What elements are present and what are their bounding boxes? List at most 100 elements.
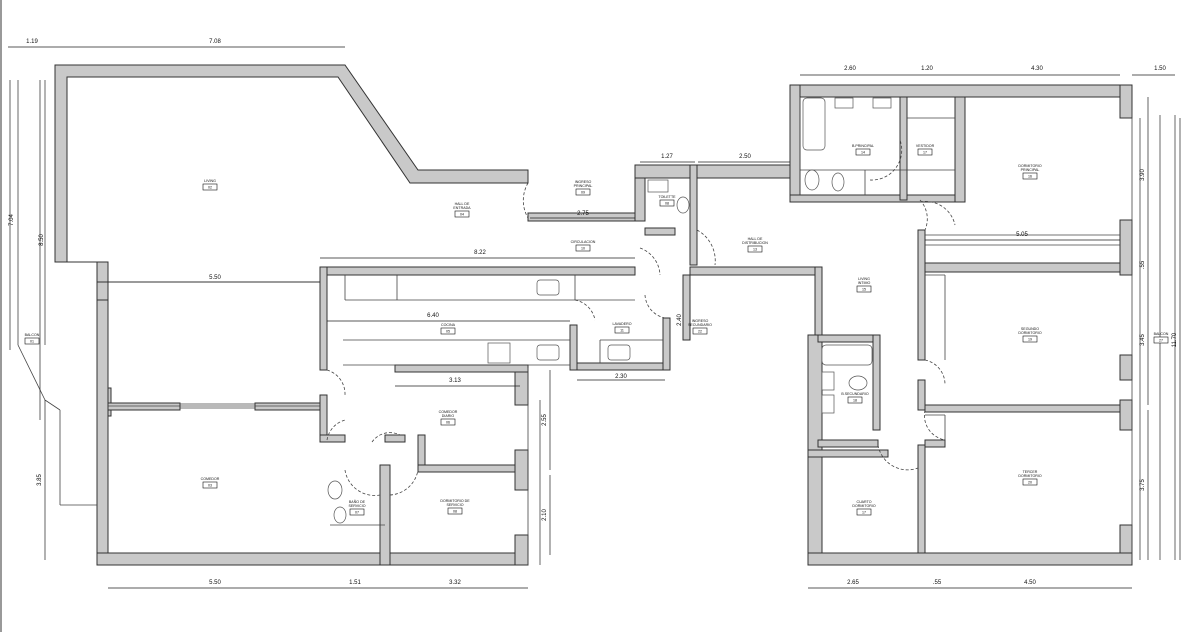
- wall: [417, 464, 521, 473]
- dimension-label: 2.65: [847, 580, 859, 586]
- fixture: [831, 172, 845, 192]
- room-code: 15: [862, 288, 866, 292]
- fixture: [802, 97, 826, 151]
- fixture: [333, 506, 347, 524]
- wall: [1119, 354, 1133, 381]
- dimension: 1.20: [900, 66, 955, 76]
- dimension: 2.75: [530, 211, 635, 219]
- room-code: 19: [1028, 338, 1032, 342]
- door-swing: [924, 409, 946, 441]
- wall: [917, 229, 926, 361]
- dimension: 5.50: [108, 580, 320, 589]
- wall: [569, 362, 671, 371]
- room-code-box: [614, 326, 630, 334]
- dimension-label: 2.55: [542, 414, 548, 426]
- dimension: 6.40: [327, 313, 570, 322]
- room-code-box: [454, 210, 470, 218]
- wall: [319, 434, 346, 443]
- wall: [54, 64, 529, 293]
- fixture: [804, 169, 820, 191]
- room-code: 07: [355, 511, 359, 515]
- fixture: [821, 371, 835, 391]
- door-swing: [919, 199, 928, 231]
- dimension-label: 3.90: [1140, 169, 1146, 181]
- dimension: 1.27: [640, 154, 695, 163]
- room-code: 02: [208, 186, 212, 190]
- door-swing: [371, 432, 401, 443]
- dimension-label: 2.60: [844, 66, 856, 72]
- room-code: 11: [620, 329, 624, 333]
- dimension-label: 1.19: [26, 39, 38, 45]
- dimension: 2.30: [577, 374, 665, 381]
- room-code-box: [447, 507, 463, 515]
- line: [44, 399, 61, 411]
- dimension: .55: [918, 580, 945, 589]
- dimension: 3.90: [1140, 97, 1149, 255]
- room-code-box: [659, 199, 675, 207]
- dimension-label: 3.45: [1140, 334, 1146, 346]
- door-swing: [869, 139, 903, 181]
- wall: [96, 552, 529, 566]
- fixture: [536, 279, 560, 296]
- room-name: TOILETTE: [658, 195, 676, 199]
- room-code-box: [575, 188, 591, 196]
- wall: [807, 552, 1133, 566]
- door-swing: [522, 182, 529, 219]
- room-code-box: [440, 327, 456, 335]
- dimension-label: 4.50: [1024, 580, 1036, 586]
- room-code: 08: [665, 202, 669, 206]
- room-name: CIRCULACION: [571, 240, 596, 244]
- dimension-label: .55: [1140, 260, 1146, 269]
- fixtures: [327, 97, 892, 524]
- fixture: [848, 375, 868, 391]
- dimension: 1.50: [1132, 66, 1175, 76]
- dimension: 8.22: [320, 250, 635, 259]
- room-code-box: [847, 396, 863, 404]
- dimension: 3.45: [1140, 275, 1149, 405]
- dimension: 3.75: [1140, 410, 1149, 560]
- door-swing: [639, 247, 661, 276]
- room-code: 04: [460, 213, 464, 217]
- room-name: COCINA: [441, 323, 456, 327]
- wall: [569, 324, 578, 371]
- room-code: 16: [1028, 175, 1032, 179]
- wall: [817, 439, 879, 448]
- line: [17, 344, 46, 401]
- dimension: 2.60: [800, 66, 900, 76]
- room-code: 01: [30, 340, 34, 344]
- room-code-box: [349, 508, 365, 516]
- door-swing: [924, 359, 946, 386]
- dimension: .55: [1140, 255, 1149, 275]
- dimension-label: 6.40: [427, 313, 439, 319]
- room-label: TOILETTE 08: [658, 195, 676, 207]
- room-code: 18: [853, 399, 857, 403]
- room-code-box: [692, 327, 708, 335]
- room-code-box: [24, 337, 40, 345]
- room-code-box: [747, 245, 763, 253]
- door-swing: [326, 369, 346, 396]
- dimension: 2.65: [808, 580, 918, 589]
- room-code: 03: [208, 484, 212, 488]
- room-code-box: [202, 481, 218, 489]
- dimension: 2.50: [698, 154, 790, 163]
- door-swing: [344, 469, 381, 496]
- wall: [924, 262, 1121, 273]
- dimension-label: 5.50: [209, 275, 221, 281]
- door-swings: [326, 139, 956, 496]
- fixture: [487, 342, 511, 364]
- room-code: 17: [923, 151, 927, 155]
